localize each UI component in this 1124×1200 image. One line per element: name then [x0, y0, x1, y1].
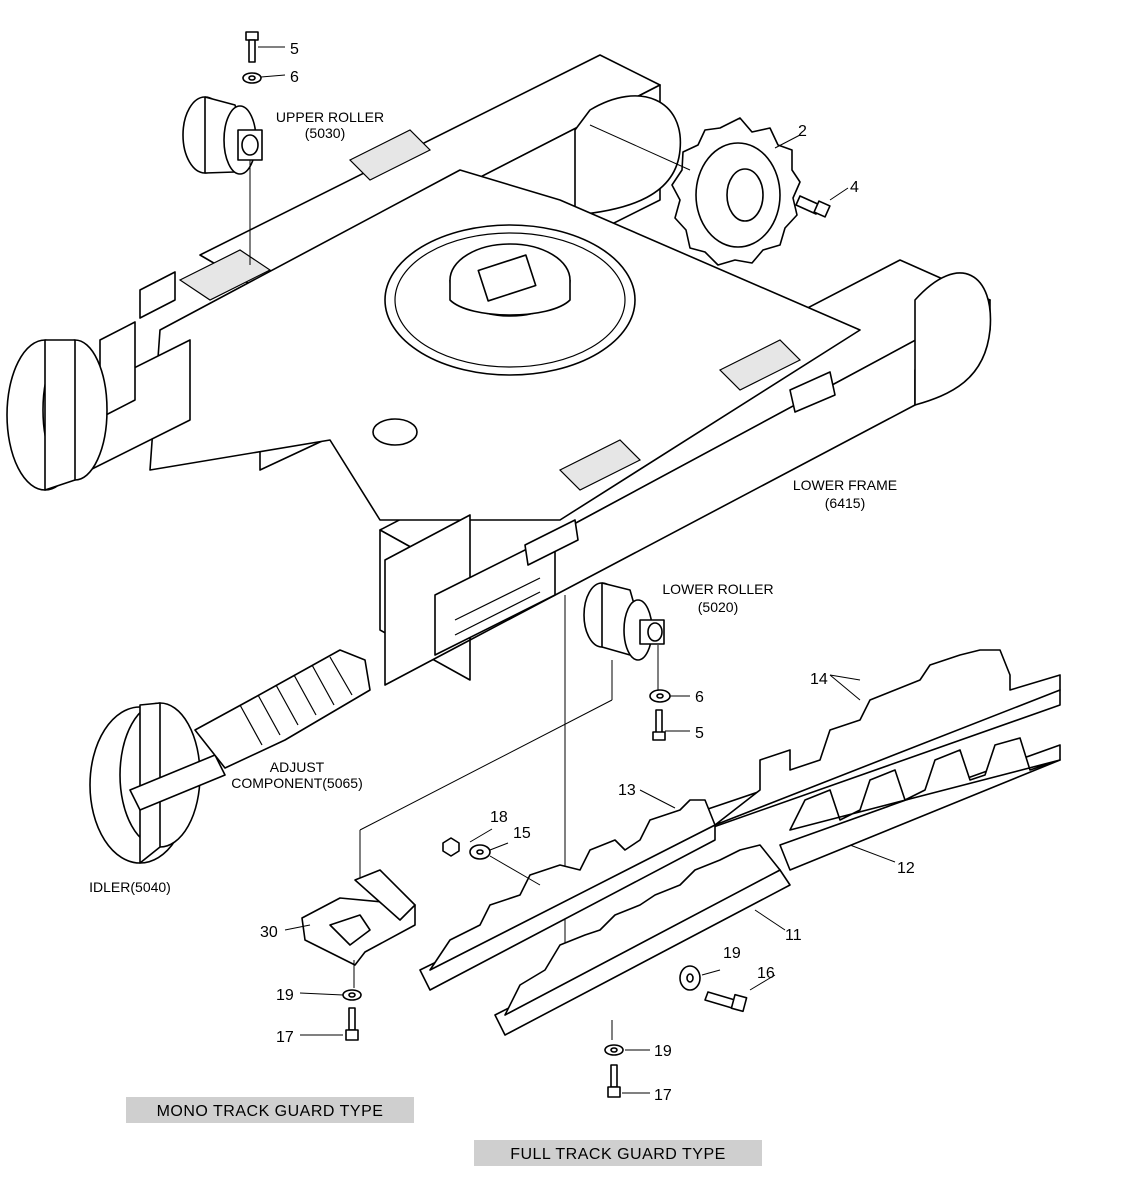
full-nut: [442, 837, 460, 857]
upper-washer: [242, 72, 286, 84]
full-track-guard: [419, 649, 1061, 1040]
sprocket-bolt: [795, 187, 849, 218]
callout-4: 4: [850, 179, 859, 196]
lower-bolt: [652, 709, 690, 741]
lower-washer: [649, 689, 690, 703]
callout-2: 2: [798, 123, 807, 140]
callout-30: 30: [260, 924, 278, 941]
lower-frame-label: LOWER FRAME: [793, 477, 897, 493]
mono-washer: [342, 989, 362, 1001]
full-washer-15: [469, 844, 491, 860]
callout-13: 13: [618, 782, 636, 799]
callout-12: 12: [897, 860, 915, 877]
mono-track-guard: [301, 869, 416, 988]
full-washer-19: [679, 965, 701, 991]
callout-5-lower: 5: [695, 725, 704, 742]
callout-14: 14: [810, 671, 828, 688]
idler-label: IDLER(5040): [89, 879, 171, 895]
callout-19-full-upper: 19: [723, 945, 741, 962]
upper-roller: [182, 96, 263, 265]
text-labels: UPPER ROLLER (5030) LOWER FRAME (6415) L…: [89, 109, 897, 895]
callout-17-full: 17: [654, 1087, 672, 1104]
mono-banner: MONO TRACK GUARD TYPE: [126, 1097, 414, 1123]
lower-frame: [79, 54, 992, 686]
lower-roller: [583, 582, 665, 690]
callout-11: 11: [785, 927, 802, 944]
callout-6-lower: 6: [695, 689, 704, 706]
full-banner-text: FULL TRACK GUARD TYPE: [510, 1146, 726, 1163]
full-bolt-17: [607, 1064, 621, 1098]
callout-18: 18: [490, 809, 508, 826]
upper-bolt: [245, 31, 285, 63]
adjust-component: [194, 595, 613, 1000]
full-washer-19-lower: [604, 1044, 624, 1056]
callout-5-upper: 5: [290, 41, 299, 58]
callout-6-upper: 6: [290, 69, 299, 86]
upper-roller-code: (5030): [305, 125, 345, 141]
callout-16: 16: [757, 965, 775, 982]
sprocket: [589, 117, 801, 266]
mono-banner-text: MONO TRACK GUARD TYPE: [157, 1103, 384, 1120]
lower-roller-code: (5020): [698, 599, 738, 615]
full-bolt-16: [704, 991, 748, 1013]
mono-bolt: [345, 1007, 359, 1041]
callout-19-full-lower: 19: [654, 1043, 672, 1060]
callout-17-mono: 17: [276, 1029, 294, 1046]
lower-roller-label: LOWER ROLLER: [662, 581, 773, 597]
upper-roller-label: UPPER ROLLER: [276, 109, 384, 125]
full-banner: FULL TRACK GUARD TYPE: [474, 1140, 762, 1166]
callout-numbers: 2 4 5 6 6 5 14 13 12 11 18 15 30 19 17 1…: [260, 41, 915, 1104]
lower-frame-code: (6415): [825, 495, 865, 511]
callout-19-mono: 19: [276, 987, 294, 1004]
adjust-label-line2: COMPONENT(5065): [231, 775, 362, 791]
leader-lines: [284, 134, 896, 1094]
callout-15: 15: [513, 825, 531, 842]
adjust-label-line1: ADJUST: [270, 759, 325, 775]
idler: [6, 339, 226, 864]
